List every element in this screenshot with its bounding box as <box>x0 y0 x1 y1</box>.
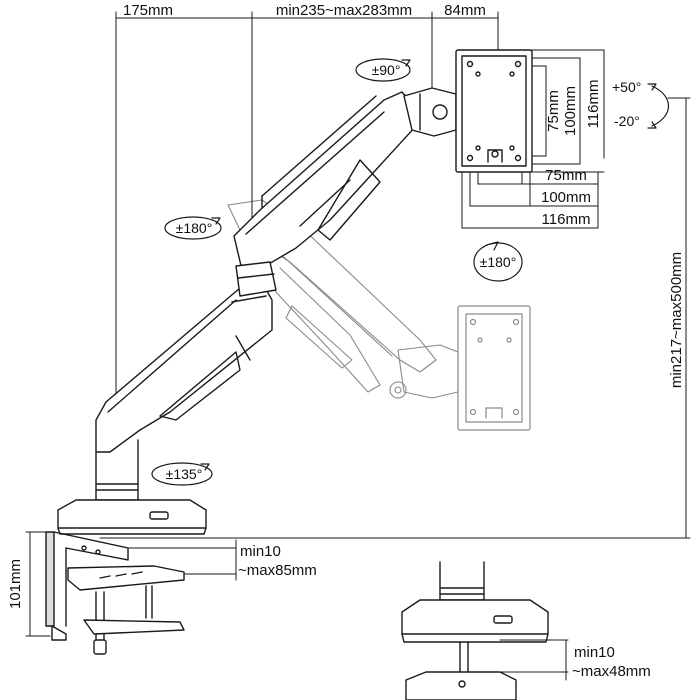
dim-grommet-range-a: min10 <box>574 644 615 661</box>
c-clamp <box>45 531 185 655</box>
rot-base: ±135° <box>166 466 203 482</box>
rot-swivel: ±90° <box>372 62 401 78</box>
dim-top-right: 84mm <box>444 2 486 19</box>
arm-rotate-arrow-icon <box>164 216 222 240</box>
dim-vesa-v75: 75mm <box>545 90 562 132</box>
dim-vesa-v116: 116mm <box>585 80 602 129</box>
dim-grommet-range-b: ~max48mm <box>572 663 651 680</box>
dim-vesa-h75: 75mm <box>545 167 587 184</box>
dim-vesa-h100: 100mm <box>541 189 591 206</box>
vesa-plate <box>455 49 533 173</box>
base-rotate-arrow-icon <box>151 462 213 486</box>
dim-clamp-range-a: min10 <box>240 543 281 560</box>
rot-screen: ±180° <box>480 254 517 270</box>
ghost-vesa-plate <box>457 305 531 431</box>
dim-vesa-v100: 100mm <box>562 86 579 136</box>
rotation-arrows <box>151 58 669 486</box>
main-arm <box>95 87 457 453</box>
desk-base <box>57 439 207 535</box>
grommet-mount <box>401 561 549 700</box>
dim-clamp-height: 101mm <box>7 559 24 609</box>
dim-height: min217~max500mm <box>668 252 685 388</box>
dim-clamp-range-b: ~max85mm <box>238 562 317 579</box>
dim-vesa-h116: 116mm <box>542 211 591 228</box>
dim-top-left: 175mm <box>123 2 173 19</box>
swivel-arrow-icon <box>355 58 411 82</box>
tilt-arrow-icon <box>651 85 669 127</box>
rot-arm-upper: ±180° <box>176 220 213 236</box>
rot-tilt-down: -20° <box>614 113 640 129</box>
dim-top-mid: min235~max283mm <box>276 2 412 19</box>
rot-tilt-up: +50° <box>612 79 641 95</box>
